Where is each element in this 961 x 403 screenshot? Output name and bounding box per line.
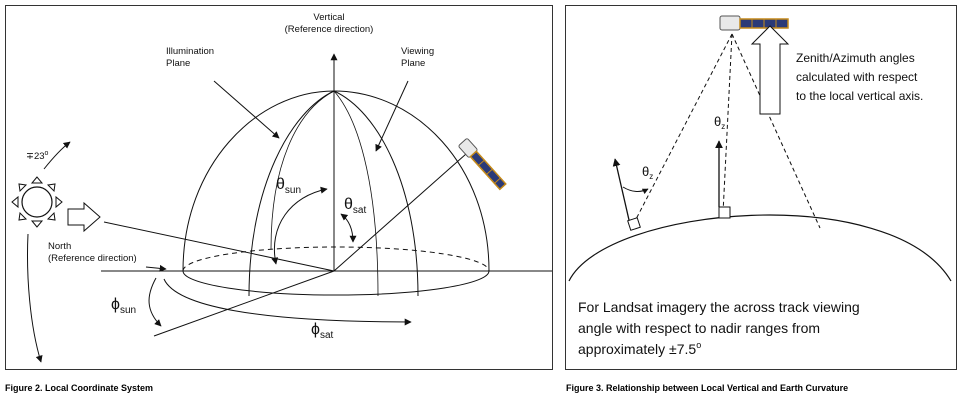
vertical-label: Vertical [313,12,344,23]
earth-curvature-diagram: Zenith/Azimuth angles calculated with re… [565,5,957,370]
landsat-note-line-2: angle with respect to nadir ranges from [578,320,820,336]
earth-surface-arc [568,214,952,282]
viewing-plane-label: Plane [401,58,425,69]
zenith-note-line-2: calculated with respect [796,70,918,84]
view-line-center [722,33,733,214]
vertical-ref-label: (Reference direction) [285,24,374,35]
ground-box-center [718,206,731,219]
tilt-arc-up [43,141,71,170]
viewing-plane-arc [333,90,419,297]
local-coordinate-diagram: Vertical (Reference direction) Illuminat… [5,5,553,370]
theta-sat-arc [340,213,357,243]
dome-base-back [182,246,490,272]
zenith-note-line-3: to the local vertical axis. [796,89,923,103]
landsat-note-line-3: approximately ±7.5o [578,340,701,357]
illumination-pointer [213,80,280,139]
satellite-ray [333,153,467,272]
tilt-label: ∓23o [26,150,49,162]
zenith-note-line-1: Zenith/Azimuth angles [796,51,915,65]
theta-z-left-label: θz [642,164,653,181]
phi-sat-arc [163,278,412,326]
theta-sat-label: θsat [344,196,366,216]
viewing-label: Viewing [401,46,434,57]
sun-icon [11,176,63,228]
figure-2-caption: Figure 2. Local Coordinate System [5,383,154,393]
sun-ray [103,221,335,272]
phi-sat-label: ϕsat [311,321,334,341]
view-line-right [731,33,821,229]
dome-base-front [182,270,490,296]
phi-sun-label: ϕsun [111,296,136,316]
theta-sun-arc [271,186,328,265]
dome-cross-arc [270,90,335,250]
landsat-note-line-1: For Landsat imagery the across track vie… [578,299,860,315]
figure-3-caption: Figure 3. Relationship between Local Ver… [566,383,849,393]
illumination-plane-label: Plane [166,58,190,69]
theta-z-left-arc [622,186,649,195]
tilt-arc-down [27,233,43,363]
view-line-left [633,33,733,224]
satellite-icon [458,138,507,191]
theta-sun-label: θsun [276,176,301,196]
illumination-label: Illumination [166,46,214,57]
north-pointer [145,264,167,272]
sun-azimuth-line [153,270,335,337]
dome-outline [182,90,490,272]
north-label: North [48,241,71,252]
up-arrow-icon [750,25,790,115]
viewing-pointer [375,80,409,152]
ground-box-left [627,217,641,231]
phi-sun-arc [148,277,162,327]
sun-direction-arrow-icon [67,201,101,233]
dome-cross-arc-2 [333,90,379,297]
theta-z-center-label: θz [714,114,725,131]
north-ref-label: (Reference direction) [48,253,137,264]
local-vertical-left [612,158,630,221]
illumination-plane-arc [248,90,335,297]
satellite-icon [719,15,789,31]
